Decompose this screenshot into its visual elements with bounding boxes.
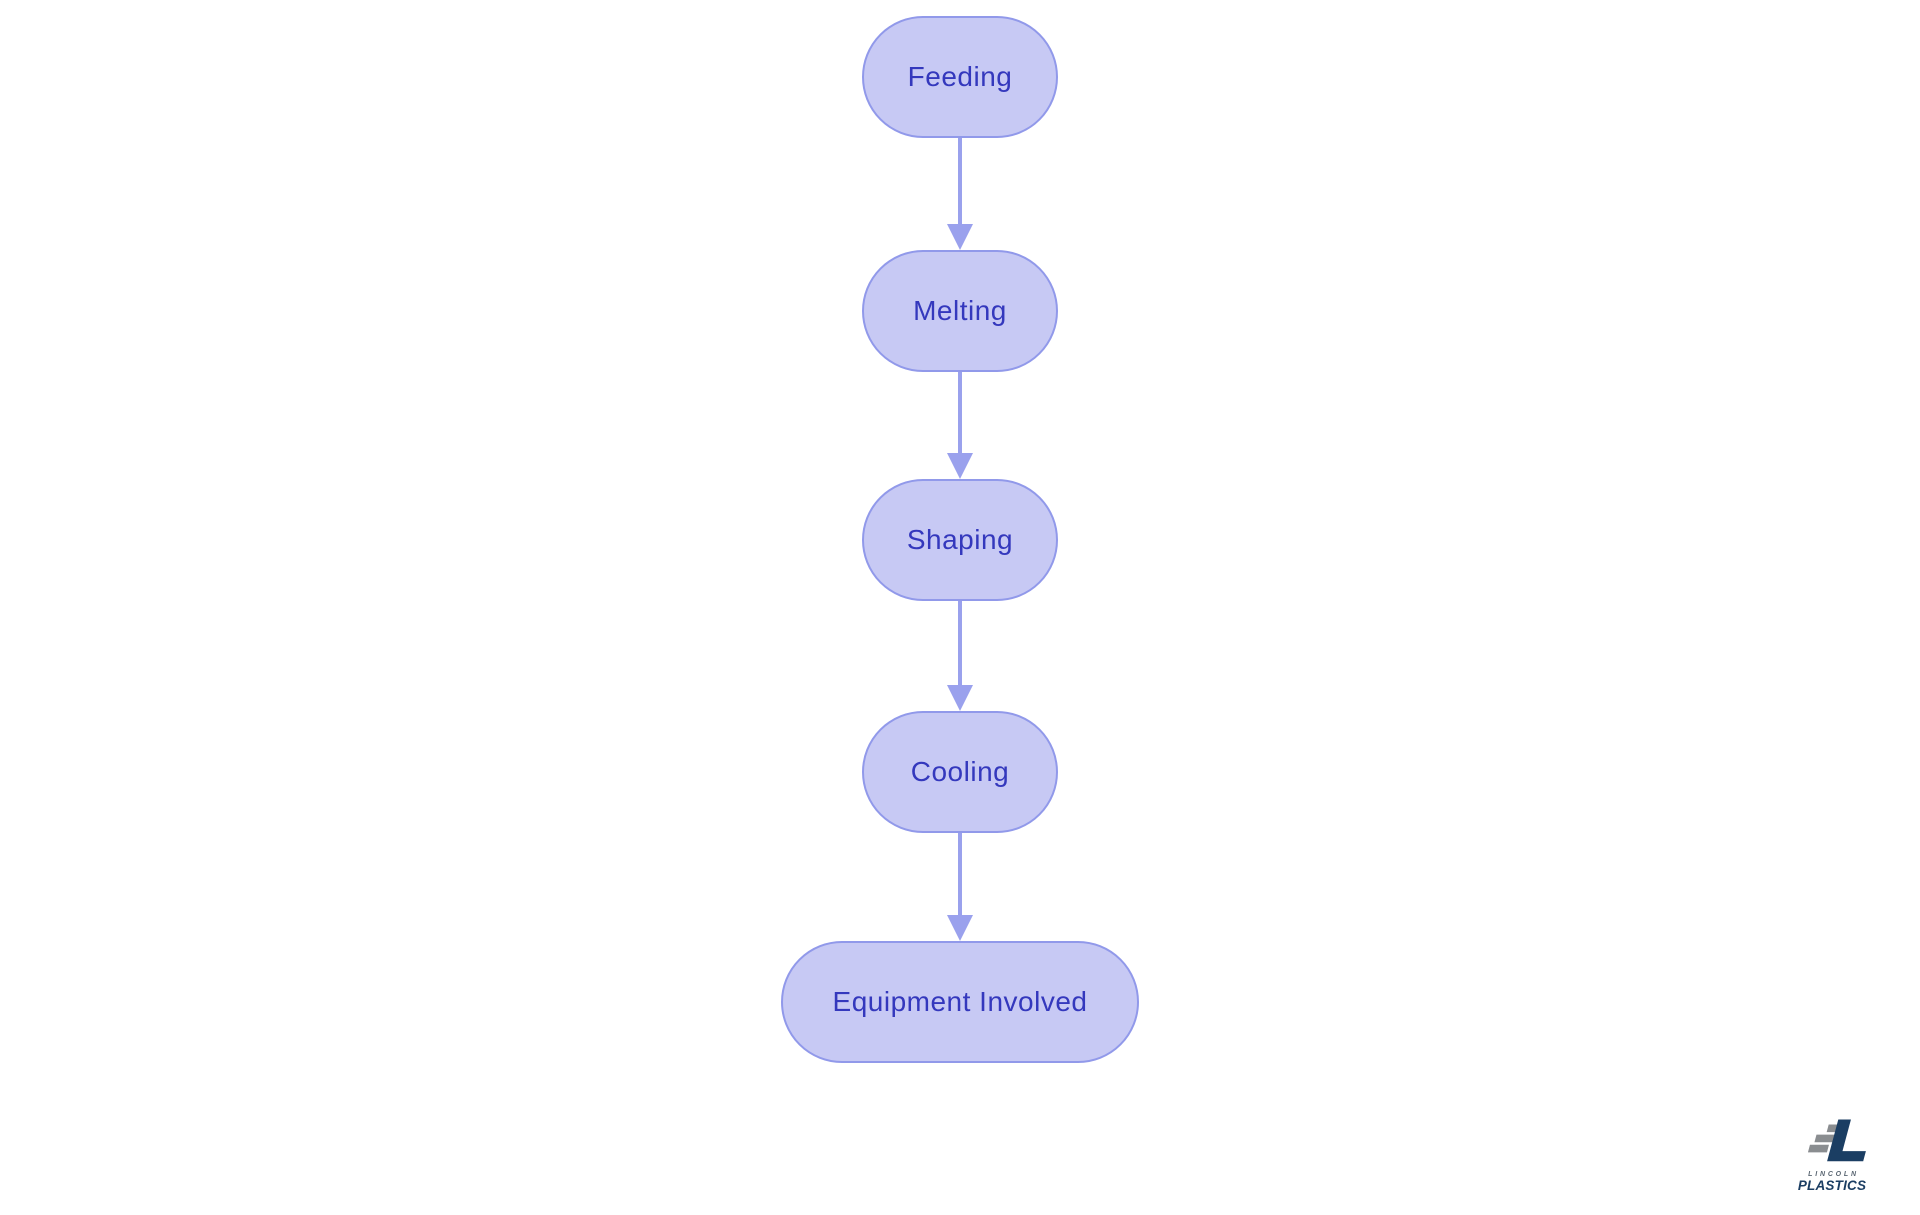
flow-node-melting-label: Melting	[913, 295, 1007, 326]
edge-line	[958, 138, 962, 224]
edge-shaping-to-cooling	[947, 601, 973, 711]
flow-node-feeding: Feeding	[862, 16, 1058, 138]
logo-text-plastics: PLASTICS	[1797, 1178, 1867, 1193]
arrowhead-down-icon	[947, 224, 973, 250]
flow-node-equipment-involved-label: Equipment Involved	[832, 986, 1088, 1017]
edge-melting-to-shaping	[947, 372, 973, 479]
edge-feeding-to-melting	[947, 138, 973, 250]
flow-node-melting: Melting	[862, 250, 1058, 372]
flow-node-equipment-involved: Equipment Involved	[781, 941, 1139, 1063]
logo-text-lincoln: LINCOLN	[1808, 1171, 1859, 1178]
edge-line	[958, 601, 962, 685]
edge-line	[958, 833, 962, 915]
flow-node-cooling-label: Cooling	[910, 756, 1010, 787]
flow-node-cooling: Cooling	[862, 711, 1058, 833]
arrowhead-down-icon	[947, 453, 973, 479]
edge-line	[958, 372, 962, 453]
edge-cooling-to-equipment-involved	[947, 833, 973, 941]
arrowhead-down-icon	[947, 915, 973, 941]
flow-node-shaping-label: Shaping	[906, 524, 1014, 555]
flow-node-shaping: Shaping	[862, 479, 1058, 601]
flow-node-feeding-label: Feeding	[907, 61, 1013, 92]
arrowhead-down-icon	[947, 685, 973, 711]
lincoln-plastics-logo-icon	[1807, 1119, 1866, 1162]
lincoln-plastics-logo: LINCOLN PLASTICS	[1780, 1112, 1884, 1193]
